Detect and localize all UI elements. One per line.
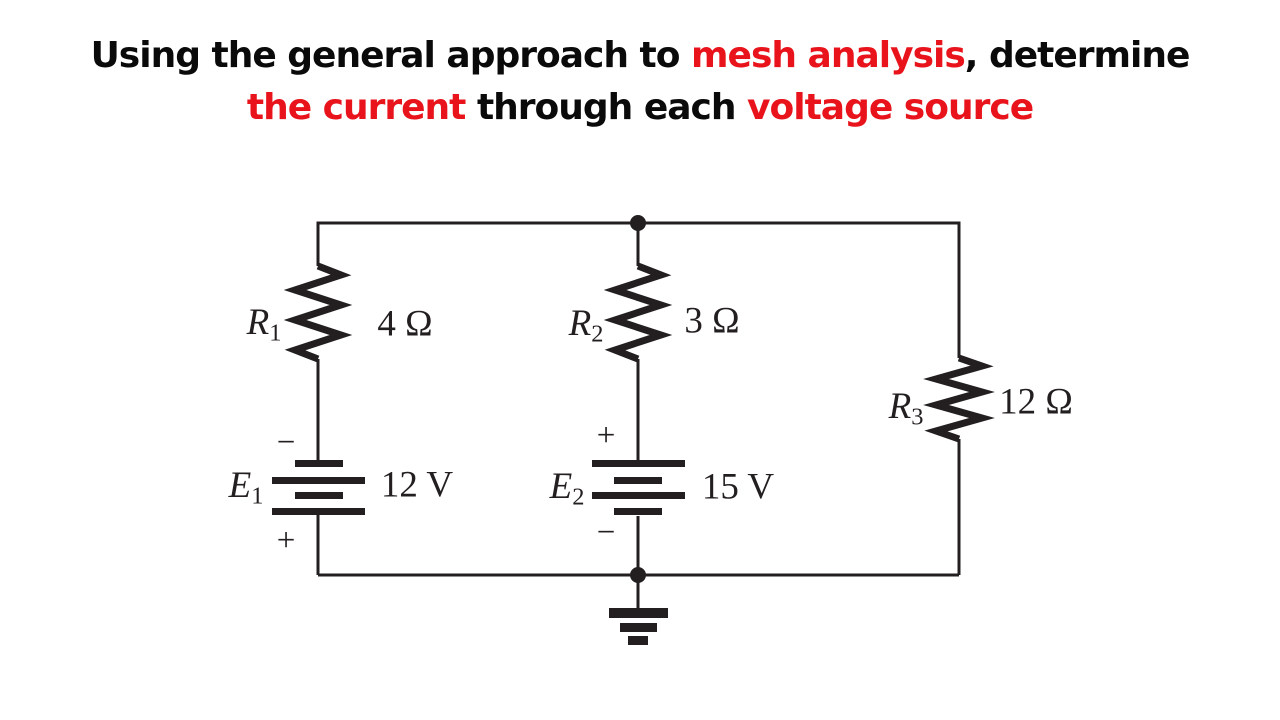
resistor-r1-name: R xyxy=(246,301,270,343)
battery-e2-plate-long-1 xyxy=(592,460,685,467)
resistor-r2-label: R2 xyxy=(569,305,604,347)
title-segment-highlight: the current xyxy=(246,87,467,128)
resistor-r3-label: R3 xyxy=(889,388,924,430)
ground-bar-3 xyxy=(628,636,648,645)
resistor-r2-name: R xyxy=(568,302,592,344)
ground-bar-1 xyxy=(609,608,668,618)
source-e1-minus-sign: − xyxy=(276,424,296,461)
resistor-r2-value: 3 Ω xyxy=(684,300,740,342)
source-e2-value: 15 V xyxy=(701,466,775,508)
source-e1-name: E xyxy=(228,464,252,506)
resistor-r1-label: R1 xyxy=(247,304,282,346)
source-e2-plus-sign: + xyxy=(596,417,616,454)
junction-dot-bottom xyxy=(630,567,646,583)
title-line-2: the current through each voltage source xyxy=(0,82,1280,134)
problem-statement: Using the general approach to mesh analy… xyxy=(0,30,1280,134)
battery-e1-plate-long-2 xyxy=(272,508,365,515)
battery-e1-plate-short-2 xyxy=(295,492,343,499)
title-segment-highlight: voltage source xyxy=(747,87,1034,128)
battery-e1-plate-long-1 xyxy=(272,477,365,484)
battery-e2-plate-short-2 xyxy=(614,508,662,515)
resistor-r3-value: 12 Ω xyxy=(999,381,1073,423)
battery-e2-plate-short-1 xyxy=(614,477,662,484)
source-e1-plus-sign: + xyxy=(276,522,296,559)
junction-dot-top xyxy=(630,215,646,231)
title-segment: , determine xyxy=(964,35,1191,76)
source-e1-value: 12 V xyxy=(380,464,454,506)
resistor-r2-symbol xyxy=(603,262,673,363)
resistor-r3-symbol xyxy=(923,354,995,443)
battery-e1-plate-short-1 xyxy=(295,460,343,467)
resistor-r3-subscript: 3 xyxy=(911,403,924,431)
source-e1-subscript: 1 xyxy=(251,482,264,510)
source-e2-name: E xyxy=(549,465,573,507)
resistor-r1-value: 4 Ω xyxy=(377,303,433,345)
title-line-1: Using the general approach to mesh analy… xyxy=(0,30,1280,82)
title-segment: Using the general approach to xyxy=(90,35,692,76)
ground-icon xyxy=(609,608,668,645)
resistor-r3-name: R xyxy=(888,385,912,427)
source-e2-minus-sign: − xyxy=(596,514,616,551)
resistor-r2-subscript: 2 xyxy=(591,320,604,348)
resistor-r1-subscript: 1 xyxy=(269,319,282,347)
source-e1-label: E1 xyxy=(229,467,264,509)
resistor-r1-symbol xyxy=(283,262,353,363)
ground-bar-2 xyxy=(620,623,657,632)
title-segment: through each xyxy=(465,87,748,128)
source-e2-subscript: 2 xyxy=(572,483,585,511)
source-e2-label: E2 xyxy=(550,468,585,510)
battery-e2-plate-long-2 xyxy=(592,492,685,499)
title-segment-highlight: mesh analysis xyxy=(691,35,966,76)
